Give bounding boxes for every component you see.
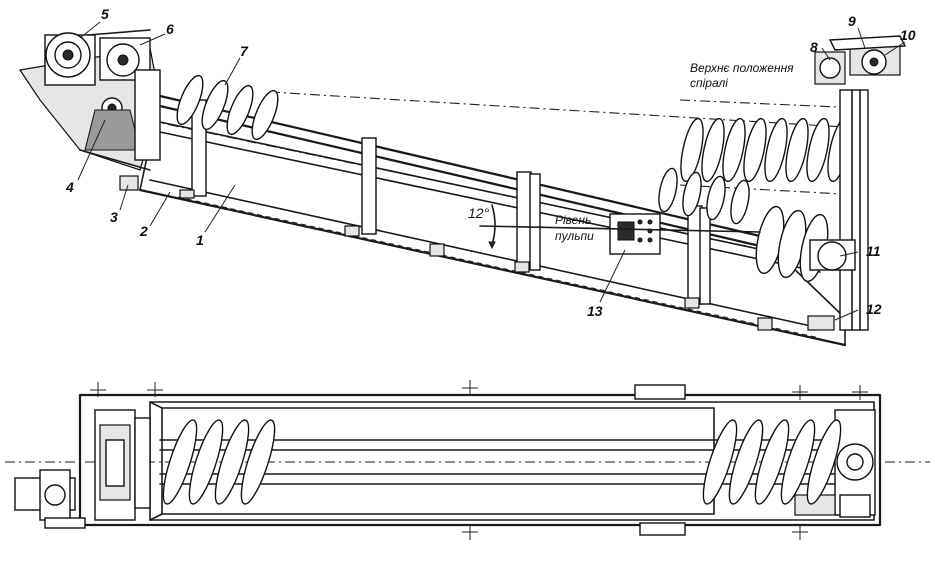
callout-4: 4 bbox=[65, 179, 74, 195]
plan-lift-drive bbox=[794, 409, 876, 518]
spiral-blade bbox=[682, 171, 702, 217]
plan-spiral-blade bbox=[214, 419, 250, 505]
callout-11: 11 bbox=[866, 243, 881, 259]
raised-spiral-blade bbox=[785, 117, 809, 183]
plan-view bbox=[5, 380, 930, 540]
pulp-level-line bbox=[479, 225, 761, 233]
pulp-level-label-line2: пульпи bbox=[555, 229, 594, 243]
plan-right-spiral bbox=[702, 419, 842, 505]
plan-spiral-blade bbox=[728, 419, 764, 505]
plan-spiral-blade bbox=[188, 419, 224, 505]
upper-position-label-line2: спіралі bbox=[690, 76, 728, 90]
callout-12: 12 bbox=[866, 301, 882, 317]
spiral-blade bbox=[706, 175, 726, 221]
callout-3: 3 bbox=[110, 209, 118, 225]
raised-spiral-blade bbox=[701, 117, 725, 183]
raised-spiral-blades bbox=[680, 117, 851, 183]
callout-8: 8 bbox=[810, 39, 818, 55]
callout-6: 6 bbox=[166, 21, 174, 37]
pulp-level-plate bbox=[609, 213, 661, 255]
spiral-blade bbox=[201, 79, 229, 131]
right-spiral-blades bbox=[658, 167, 829, 283]
upper-spiral-outline bbox=[269, 91, 861, 196]
callout-2: 2 bbox=[139, 223, 148, 239]
upper-position-label-line1: Верхнє положення bbox=[690, 61, 794, 75]
raised-spiral-blade bbox=[680, 117, 704, 183]
callout-7: 7 bbox=[240, 43, 249, 59]
raised-spiral-blade bbox=[743, 117, 767, 183]
callout-leaders bbox=[77, 21, 906, 321]
raised-spiral-blade bbox=[722, 117, 746, 183]
callout-1: 1 bbox=[196, 232, 204, 248]
plan-spiral-blade bbox=[780, 419, 816, 505]
plan-left-spiral bbox=[162, 419, 276, 505]
lower-spiral-blades bbox=[176, 74, 279, 141]
plan-spiral-blade bbox=[702, 419, 738, 505]
plan-spiral-blade bbox=[754, 419, 790, 505]
pulp-level-label-line1: Рівень bbox=[555, 213, 591, 227]
plan-spiral-blade bbox=[162, 419, 198, 505]
spiral-blade bbox=[251, 89, 279, 141]
support-feet bbox=[119, 175, 835, 331]
plan-drive bbox=[14, 409, 151, 529]
lift-mechanism bbox=[809, 35, 907, 331]
callout-9: 9 bbox=[848, 13, 856, 29]
raised-spiral-blade bbox=[764, 117, 788, 183]
angle-mark bbox=[488, 204, 496, 250]
callout-5: 5 bbox=[101, 6, 109, 22]
spiral-blade bbox=[730, 179, 750, 225]
callout-10: 10 bbox=[900, 27, 916, 43]
spiral-blade bbox=[176, 74, 204, 126]
callout-13: 13 bbox=[587, 303, 603, 319]
side-view bbox=[18, 29, 907, 347]
raised-spiral-blade bbox=[806, 117, 830, 183]
plan-spiral-blade bbox=[240, 419, 276, 505]
drive-assembly bbox=[18, 29, 161, 171]
spiral-blade bbox=[658, 167, 678, 213]
angle-label: 12° bbox=[468, 205, 490, 221]
plan-spiral-blade bbox=[806, 419, 842, 505]
spiral-blade bbox=[226, 84, 254, 136]
